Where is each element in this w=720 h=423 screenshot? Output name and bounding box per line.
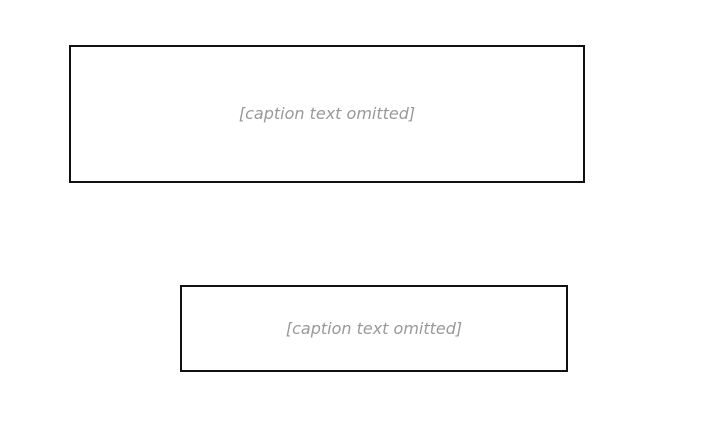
- caption-box-bottom: [caption text omitted]: [180, 285, 568, 372]
- caption-box-top: [caption text omitted]: [69, 45, 585, 183]
- caption-text: [caption text omitted]: [285, 319, 463, 338]
- caption-text: [caption text omitted]: [238, 104, 416, 123]
